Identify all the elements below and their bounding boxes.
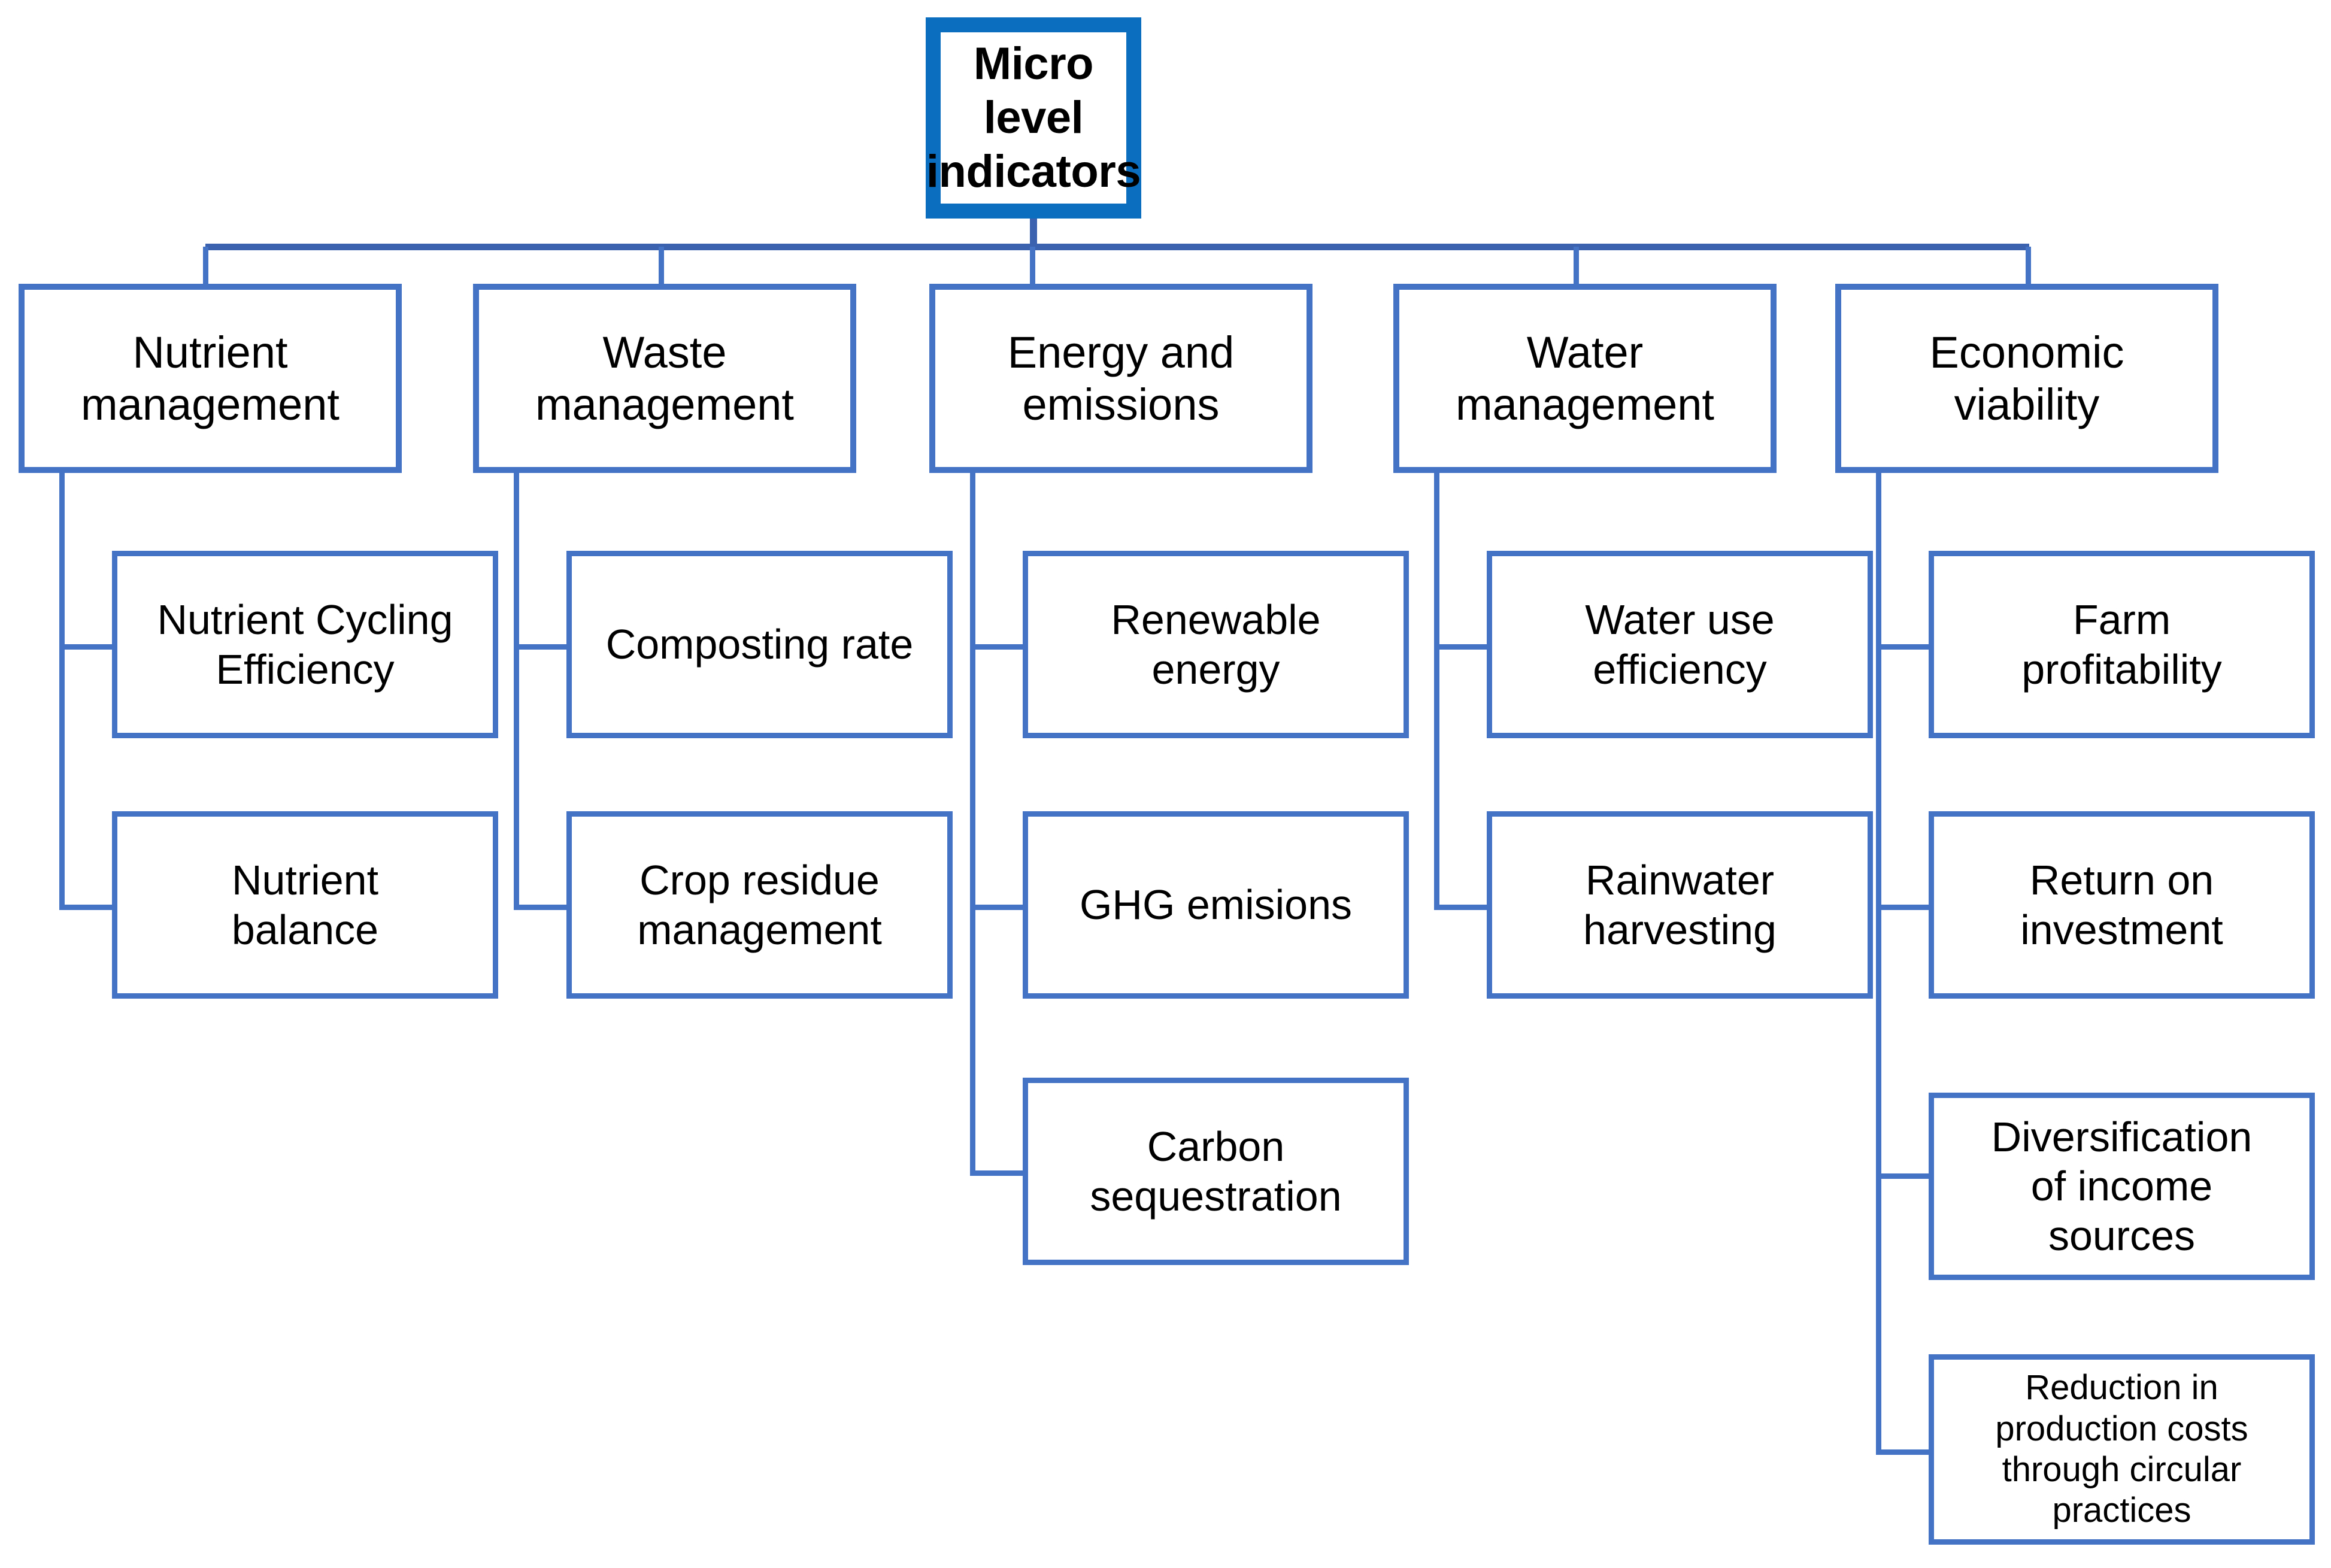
connector-stub-nutrient-cycling-efficiency xyxy=(59,644,117,650)
connector-stub-farm-profitability xyxy=(1876,644,1933,650)
leaf-node-nutrient-balance[interactable]: Nutrient balance xyxy=(112,811,498,999)
connector-stub-carbon-sequestration xyxy=(970,1170,1027,1176)
connector-bus-drop-5 xyxy=(2026,247,2031,284)
connector-stub-composting-rate xyxy=(514,644,571,650)
connector-stub-diversification-of-income-sources xyxy=(1876,1173,1933,1179)
connector-stub-nutrient-balance xyxy=(59,905,117,910)
connector-spine-water-management xyxy=(1434,473,1439,910)
connector-distribution-bus xyxy=(205,244,2029,250)
leaf-node-return-on-investment[interactable]: Return on investment xyxy=(1929,811,2315,999)
leaf-node-ghg-emisions[interactable]: GHG emisions xyxy=(1023,811,1409,999)
leaf-node-rainwater-harvesting[interactable]: Rainwater harvesting xyxy=(1487,811,1873,999)
leaf-node-reduction-in-production-costs[interactable]: Reduction in production costs through ci… xyxy=(1929,1354,2315,1545)
leaf-node-farm-profitability[interactable]: Farm profitability xyxy=(1929,551,2315,738)
connector-stub-ghg-emisions xyxy=(970,905,1027,910)
branch-node-waste-management[interactable]: Waste management xyxy=(473,284,856,473)
leaf-node-composting-rate[interactable]: Composting rate xyxy=(566,551,953,738)
connector-stub-reduction-in-production-costs xyxy=(1876,1449,1933,1455)
connector-stub-renewable-energy xyxy=(970,644,1027,650)
connector-stub-crop-residue-management xyxy=(514,905,571,910)
connector-stub-water-use-efficiency xyxy=(1434,644,1492,650)
branch-node-energy-and-emissions[interactable]: Energy and emissions xyxy=(929,284,1312,473)
connector-root-stem xyxy=(1030,219,1037,248)
leaf-node-nutrient-cycling-efficiency[interactable]: Nutrient Cycling Efficiency xyxy=(112,551,498,738)
connector-stub-rainwater-harvesting xyxy=(1434,905,1492,910)
branch-node-nutrient-management[interactable]: Nutrient management xyxy=(19,284,402,473)
connector-bus-drop-3 xyxy=(1030,247,1035,284)
leaf-node-water-use-efficiency[interactable]: Water use efficiency xyxy=(1487,551,1873,738)
connector-bus-drop-2 xyxy=(659,247,664,284)
connector-spine-waste-management xyxy=(514,473,519,910)
connector-stub-return-on-investment xyxy=(1876,905,1933,910)
branch-node-economic-viability[interactable]: Economic viability xyxy=(1835,284,2218,473)
connector-spine-nutrient-management xyxy=(59,473,65,910)
connector-bus-drop-4 xyxy=(1574,247,1579,284)
leaf-node-diversification-of-income-sources[interactable]: Diversification of income sources xyxy=(1929,1093,2315,1280)
leaf-node-renewable-energy[interactable]: Renewable energy xyxy=(1023,551,1409,738)
connector-spine-economic-viability xyxy=(1876,473,1881,1455)
leaf-node-carbon-sequestration[interactable]: Carbon sequestration xyxy=(1023,1078,1409,1265)
branch-node-water-management[interactable]: Water management xyxy=(1393,284,1777,473)
connector-bus-drop-1 xyxy=(203,247,208,284)
root-node-micro-level-indicators[interactable]: Micro level indicators xyxy=(926,17,1141,219)
connector-spine-energy-and-emissions xyxy=(970,473,975,1173)
leaf-node-crop-residue-management[interactable]: Crop residue management xyxy=(566,811,953,999)
